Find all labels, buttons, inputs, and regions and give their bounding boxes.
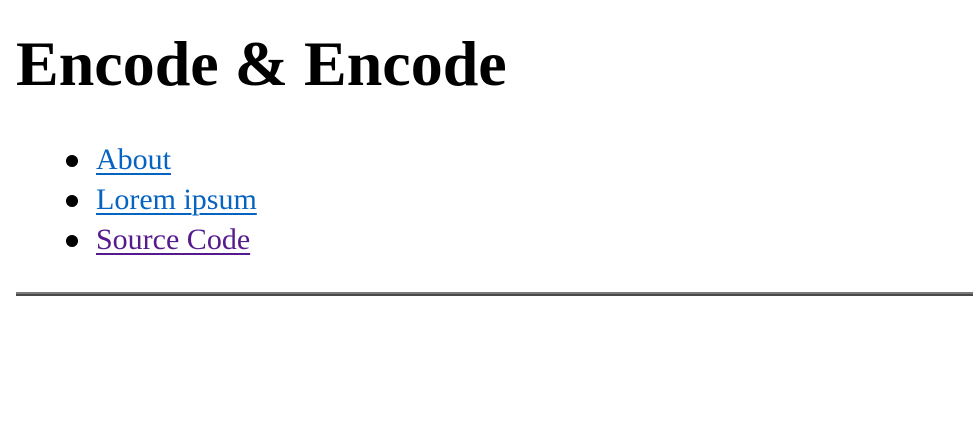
list-item: Source Code bbox=[66, 220, 973, 260]
bullet-icon bbox=[66, 195, 78, 207]
bullet-icon bbox=[66, 155, 78, 167]
source-code-link[interactable]: Source Code bbox=[96, 223, 251, 256]
list-item: Lorem ipsum bbox=[66, 180, 973, 220]
page-title: Encode & Encode bbox=[16, 28, 507, 99]
bullet-icon bbox=[66, 235, 78, 247]
list-item: About bbox=[66, 140, 973, 180]
horizontal-rule bbox=[16, 292, 973, 296]
page: Encode & Encode About Lorem ipsum Source… bbox=[16, 28, 973, 260]
lorem-ipsum-link[interactable]: Lorem ipsum bbox=[96, 183, 257, 216]
nav-list: About Lorem ipsum Source Code bbox=[16, 140, 973, 260]
about-link[interactable]: About bbox=[96, 143, 171, 176]
